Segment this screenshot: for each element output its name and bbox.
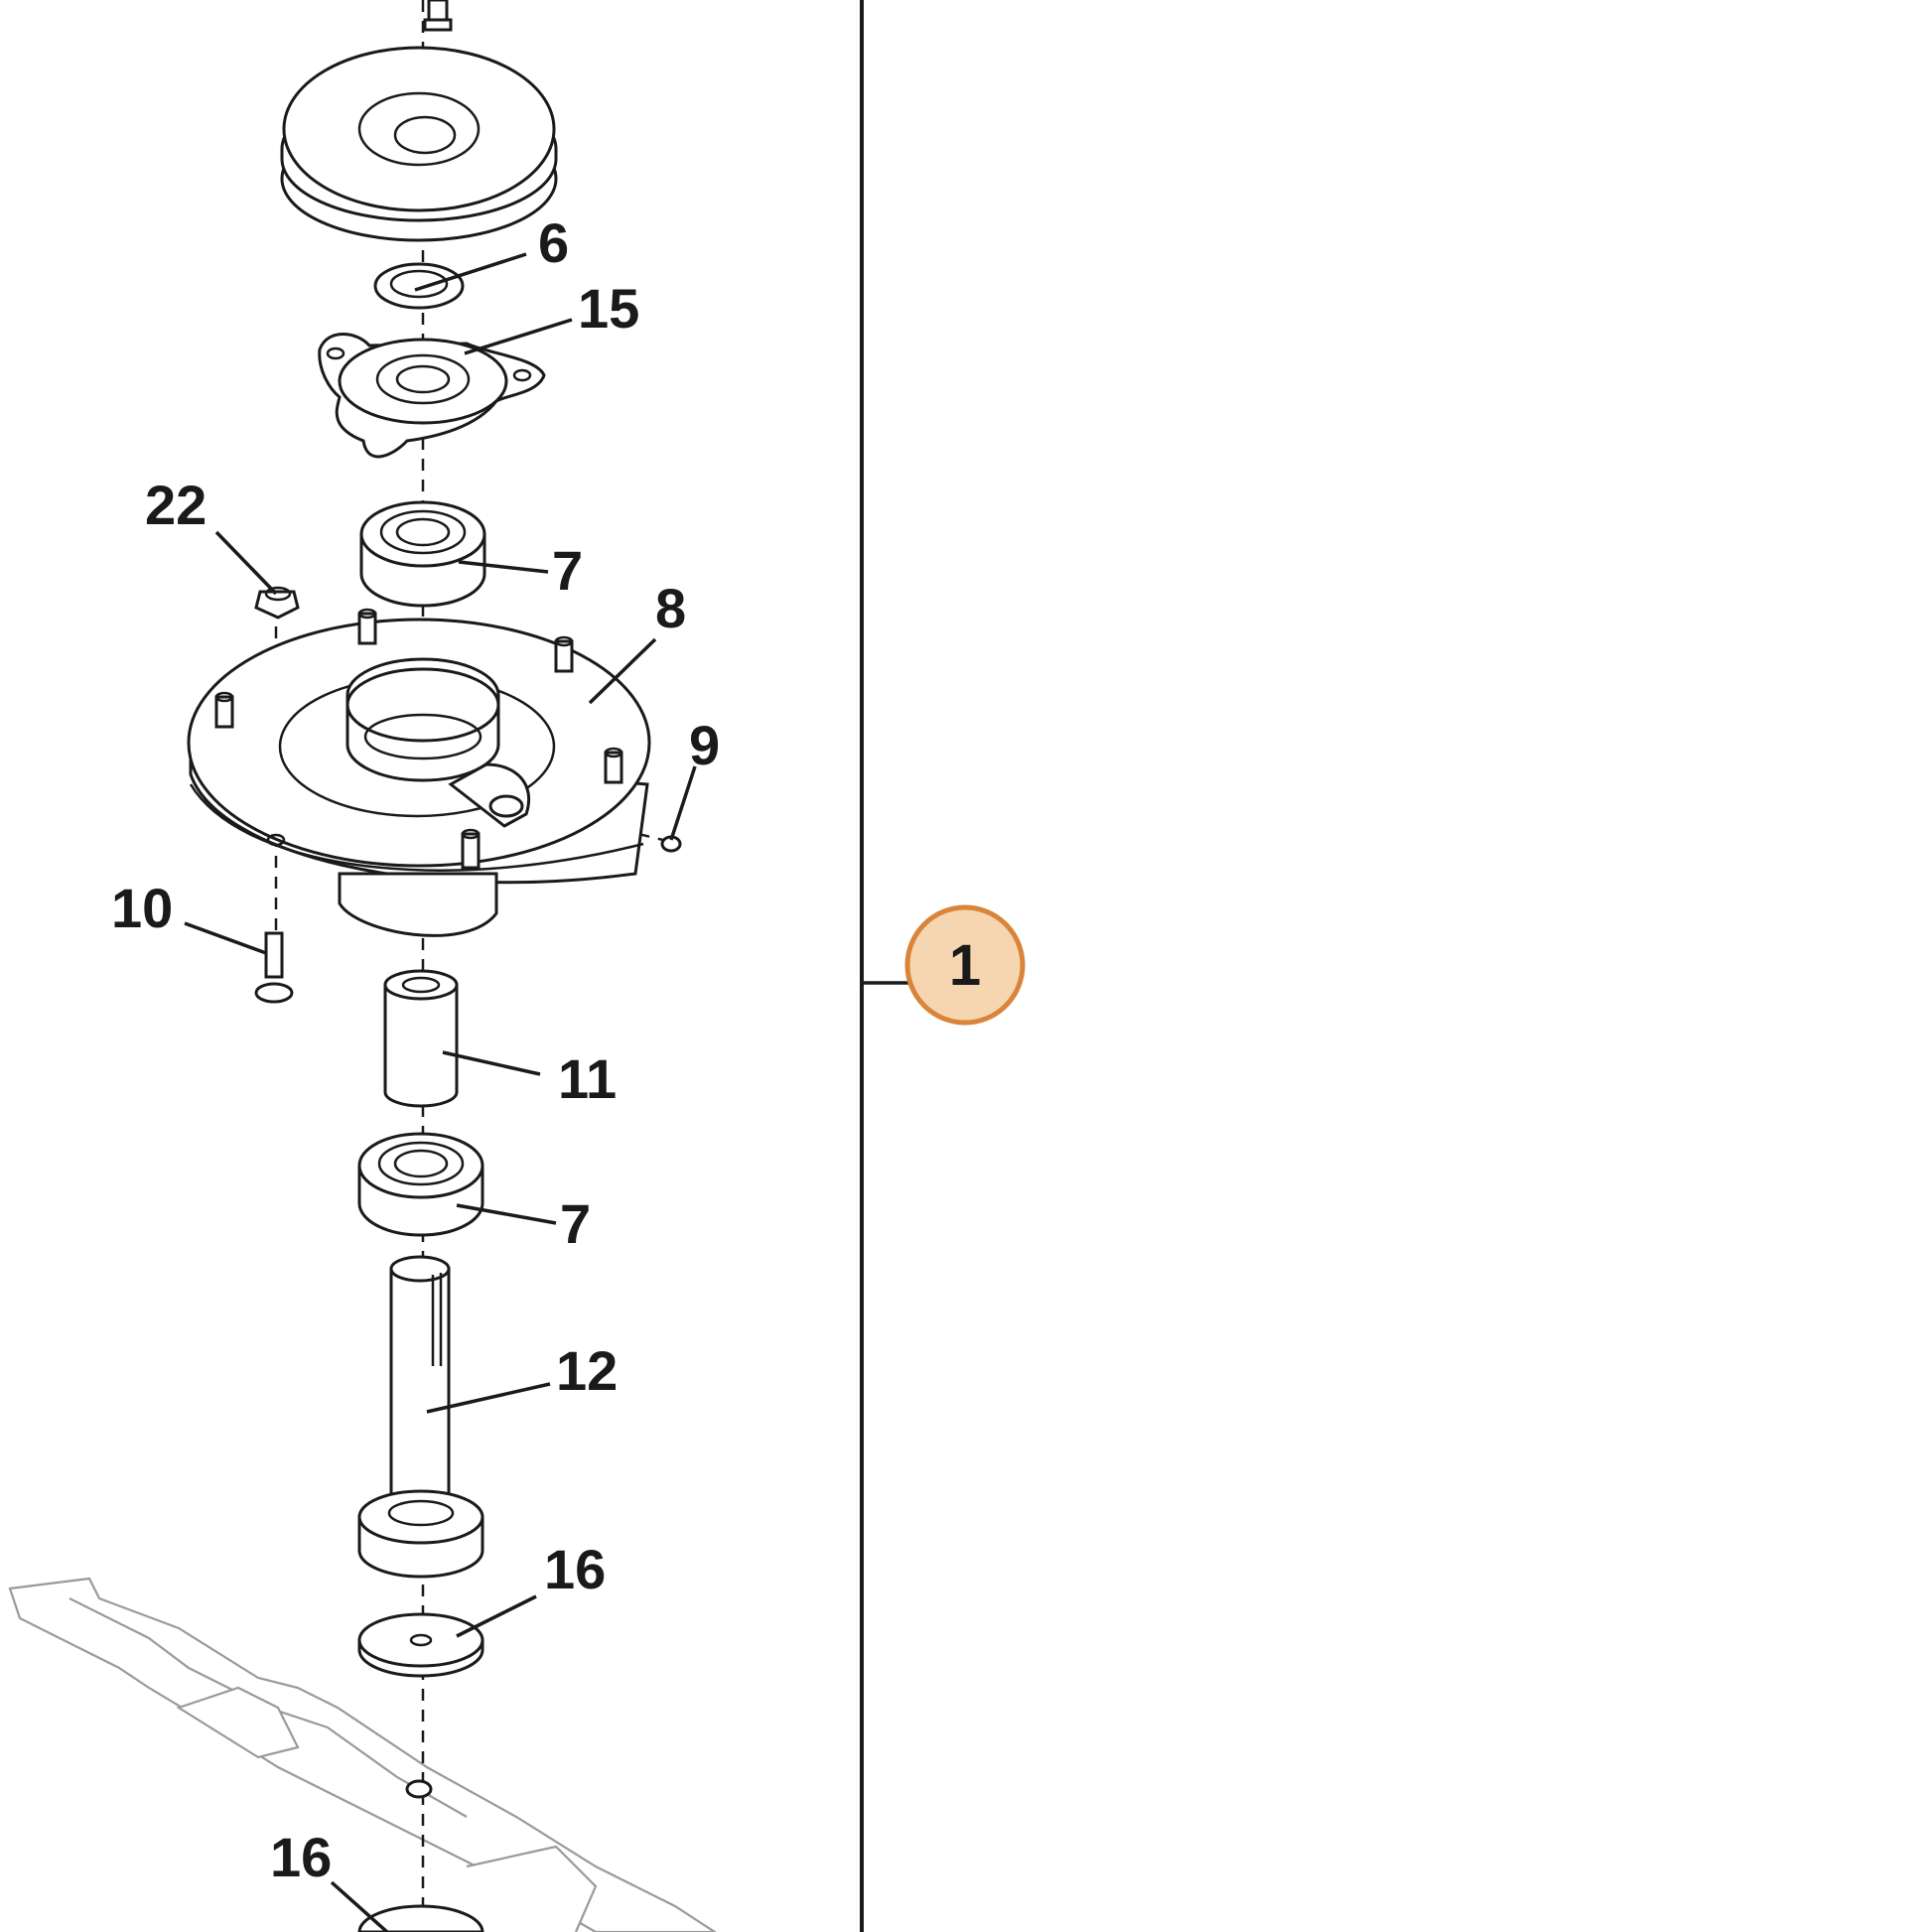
washer-6 <box>373 262 465 310</box>
washer-16-upper <box>357 1612 484 1678</box>
bearing-7-lower <box>357 1132 484 1237</box>
spacer-11 <box>383 969 459 1108</box>
highlighted-callout-1[interactable]: 1 <box>904 904 1026 1026</box>
callout-16-lower: 16 <box>270 1826 332 1888</box>
spindle-housing-8 <box>187 608 651 937</box>
callout-22: 22 <box>145 474 207 536</box>
callout-10: 10 <box>111 877 173 939</box>
callout-16-upper: 16 <box>544 1538 606 1600</box>
shaft-12 <box>357 1255 484 1579</box>
top-bolt <box>423 0 453 32</box>
callout-6: 6 <box>538 211 569 274</box>
callout-12: 12 <box>556 1339 618 1402</box>
blade-hole <box>405 1779 433 1799</box>
highlight-label[interactable]: 1 <box>949 933 981 998</box>
callout-7-lower: 7 <box>560 1192 591 1255</box>
callout-11: 11 <box>558 1047 617 1110</box>
pulley <box>280 46 558 242</box>
bearing-7-upper <box>359 500 486 608</box>
leader-lines <box>184 252 945 1932</box>
callout-9: 9 <box>689 714 720 776</box>
washer-16-lower <box>357 1904 484 1932</box>
mower-blade-ghost <box>8 1577 718 1932</box>
callout-7-upper: 7 <box>552 539 583 602</box>
bearing-housing-15 <box>318 333 546 459</box>
highlight-circle[interactable] <box>904 904 1026 1026</box>
nut-22 <box>254 586 300 620</box>
callout-8: 8 <box>655 577 686 639</box>
bolt-10 <box>254 931 294 1004</box>
callout-15: 15 <box>578 277 639 340</box>
